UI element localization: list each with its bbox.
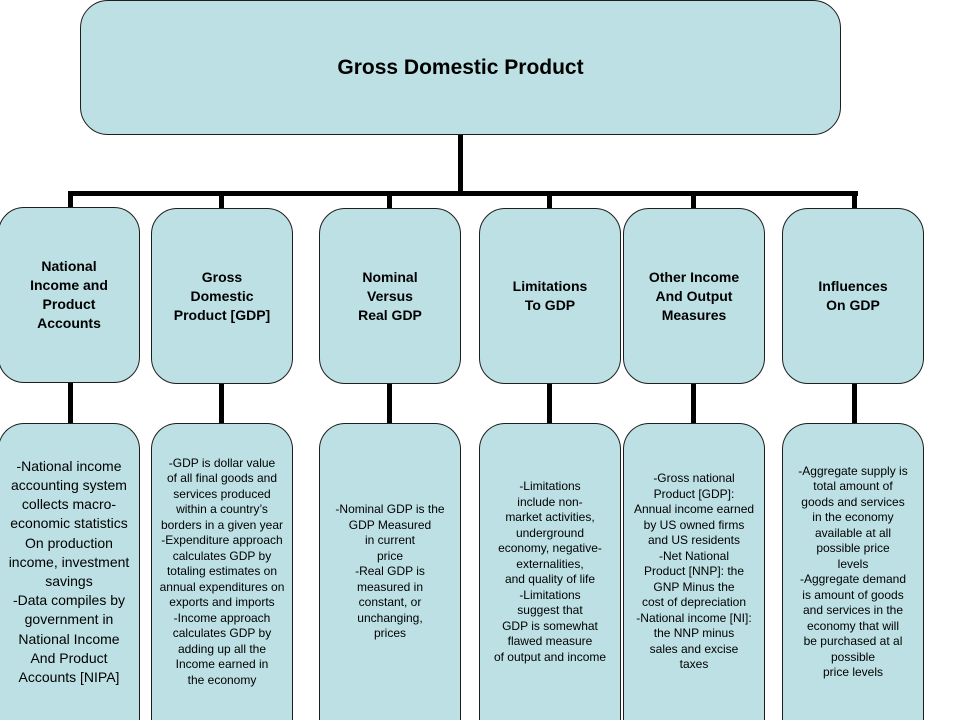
header-nominal-vs-real: Nominal Versus Real GDP (319, 208, 461, 384)
detail-text: -GDP is dollar value of all final goods … (159, 455, 285, 687)
header-other-measures: Other Income And Output Measures (623, 208, 765, 384)
connector-col1-top (68, 191, 73, 208)
detail-nominal-vs-real: -Nominal GDP is the GDP Measured in curr… (319, 423, 461, 720)
connector-col6-mid (852, 382, 857, 424)
header-label: Nominal Versus Real GDP (358, 268, 422, 323)
header-label: Influences On GDP (818, 278, 888, 313)
detail-text: -Limitations include non- market activit… (493, 479, 607, 664)
detail-other-measures: -Gross national Product [GDP]: Annual in… (623, 423, 765, 720)
detail-gdp: -GDP is dollar value of all final goods … (151, 423, 293, 720)
connector-col4-top (547, 191, 552, 208)
connector-col4-mid (547, 382, 552, 424)
header-label: Limitations To GDP (512, 278, 588, 313)
connector-col3-mid (387, 382, 392, 424)
detail-text: -Nominal GDP is the GDP Measured in curr… (335, 502, 445, 641)
header-label: Other Income And Output Measures (648, 268, 740, 323)
root-node: Gross Domestic Product (80, 0, 841, 135)
detail-national-income-accounts: -National income accounting system colle… (0, 423, 140, 720)
connector-col3-top (387, 191, 392, 208)
header-influences: Influences On GDP (782, 208, 924, 384)
connector-col5-mid (691, 382, 696, 424)
detail-text: -National income accounting system colle… (8, 457, 130, 686)
header-label: Gross Domestic Product [GDP] (173, 268, 271, 323)
connector-col6-top (852, 191, 857, 208)
connector-col5-top (691, 191, 696, 208)
header-gdp: Gross Domestic Product [GDP] (151, 208, 293, 384)
detail-text: -Gross national Product [GDP]: Annual in… (633, 471, 755, 672)
detail-influences: -Aggregate supply is total amount of goo… (782, 423, 924, 720)
header-national-income-accounts: National Income and Product Accounts (0, 207, 140, 383)
connector-horizontal-bus (68, 191, 858, 196)
connector-col2-top (219, 191, 224, 208)
connector-col2-mid (219, 382, 224, 424)
detail-text: -Aggregate supply is total amount of goo… (798, 463, 908, 680)
connector-root-down (458, 135, 463, 196)
connector-col1-mid (68, 382, 73, 424)
header-label: National Income and Product Accounts (30, 258, 108, 331)
detail-limitations: -Limitations include non- market activit… (479, 423, 621, 720)
root-title: Gross Domestic Product (337, 55, 584, 79)
header-limitations: Limitations To GDP (479, 208, 621, 384)
